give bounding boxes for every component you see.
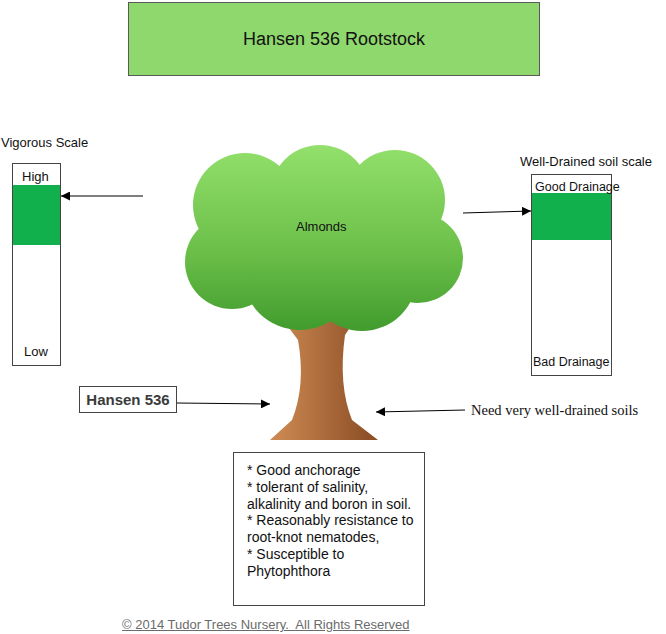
tree-shape: [143, 143, 463, 440]
scale-bottom-label: Low: [24, 344, 48, 360]
vigor-band: [13, 185, 60, 245]
tree-illustration: Almonds: [143, 143, 463, 440]
scale-heading: Vigorous Scale: [1, 135, 88, 151]
scale-top-label: Good Drainage: [535, 180, 620, 195]
scale-heading: Well-Drained soil scale: [520, 154, 652, 170]
arrow-connector: [463, 211, 531, 213]
notes-box: * Good anchorage* tolerant of salinity, …: [233, 452, 425, 606]
scale-box: Vigorous ScaleHighLow: [12, 163, 61, 366]
note-text: Need very well-drained soils: [471, 402, 638, 419]
tree-label: Almonds: [296, 219, 347, 235]
title-box: Hansen 536 Rootstock: [128, 2, 540, 76]
rootstock-name: Hansen 536: [86, 391, 169, 409]
scale-box: Well-Drained soil scaleGood DrainageBad …: [531, 174, 612, 376]
rootstock-box: Hansen 536: [79, 386, 177, 413]
tree-canopy: [185, 145, 463, 331]
leader-arrow: [376, 410, 465, 412]
note-item: * Good anchorage: [247, 462, 418, 479]
note-item: * tolerant of salinity, alkalinity and b…: [247, 479, 418, 513]
arrow-connector: [177, 403, 270, 404]
note-item: * Reasonably resistance to root-knot nem…: [247, 512, 418, 546]
scale-top-label: High: [22, 169, 49, 185]
drainage-band: [532, 193, 611, 240]
scale-bottom-label: Bad Drainage: [533, 355, 609, 370]
arrow-connector: [61, 196, 143, 197]
canopy-lobe: [265, 175, 385, 295]
note-item: * Susceptible to Phytophthora: [247, 546, 418, 580]
diagram-title: Hansen 536 Rootstock: [243, 29, 425, 50]
copyright-notice: © 2014 Tudor Trees Nursery. All Rights R…: [122, 617, 410, 633]
